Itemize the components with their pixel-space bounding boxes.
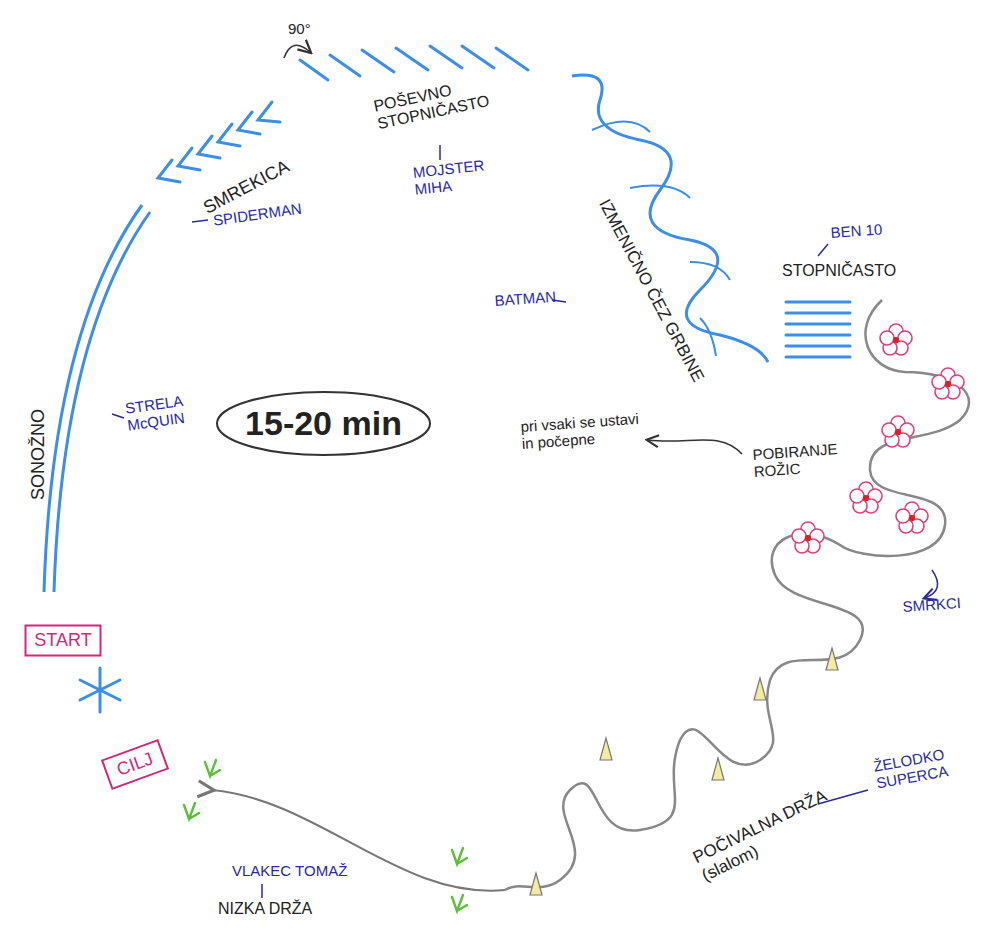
- technique-label: NIZKA DRŽA: [218, 900, 312, 918]
- duration-ellipse: 15-20 min: [215, 390, 432, 457]
- node-text: START: [24, 630, 102, 651]
- character-name: MOJSTER MIHA: [412, 156, 495, 199]
- technique-label: POBIRANJE ROŽIC: [752, 439, 854, 480]
- character-name: ŽELODKO SUPERCA: [872, 742, 972, 792]
- technique-label: IZMENIČNO ČEZ GRBINE: [595, 196, 708, 385]
- technique-label: POŠEVNO STOPNIČASTO: [372, 69, 517, 134]
- character-name: VLAKEC TOMAŽ: [232, 862, 347, 879]
- technique-label: SONOŽNO: [28, 409, 49, 500]
- finish-box: CILJ: [100, 738, 170, 790]
- angle-label: 90°: [288, 20, 311, 37]
- character-name: STRELA McQUIN: [124, 387, 218, 434]
- start-box: START: [24, 624, 102, 657]
- technique-label: STOPNIČASTO: [782, 262, 896, 280]
- character-name: BEN 10: [830, 220, 883, 241]
- technique-label: POČIVALNA DRŽA (slalom): [690, 780, 851, 885]
- node-text: 15-20 min: [215, 404, 432, 443]
- character-name: SMRKCI: [902, 594, 961, 615]
- instruction-note: pri vsaki se ustavi in počepne: [520, 410, 642, 453]
- character-name: BATMAN: [494, 288, 556, 309]
